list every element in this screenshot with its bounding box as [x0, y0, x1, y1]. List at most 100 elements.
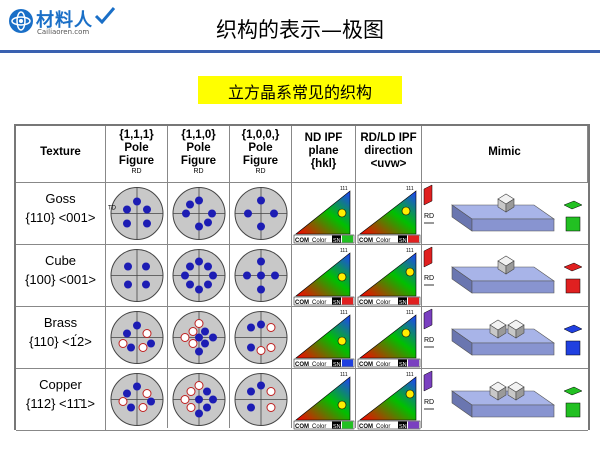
- header-text: Texture: [40, 146, 81, 158]
- logo: 材料人 Cailiaoren.com: [8, 4, 158, 44]
- texture-row-label: Brass{110} <1́2>: [16, 307, 106, 368]
- pole-point: [186, 200, 194, 209]
- sn-label: SN: [333, 300, 341, 306]
- atom-logo-icon: [9, 9, 33, 33]
- orientation-marker: [337, 208, 347, 218]
- pole-point: [266, 323, 276, 332]
- pole-point: [118, 339, 128, 348]
- mimic-diagram: RD: [422, 307, 588, 368]
- pole-point: [257, 222, 265, 231]
- color-swatch: [342, 421, 353, 429]
- com-label: COM: [295, 424, 309, 430]
- pole-point: [186, 387, 196, 396]
- header-text: plane: [308, 145, 339, 157]
- color-swatch: [342, 235, 353, 243]
- color-label: Color: [376, 300, 390, 306]
- color-label: Color: [312, 300, 326, 306]
- sn-label: SN: [399, 238, 407, 244]
- pole-point: [186, 262, 194, 271]
- pole-point: [180, 333, 190, 342]
- pole-figure: [168, 369, 230, 430]
- pole-point: [266, 343, 276, 352]
- ipf-corner-label: 111: [406, 310, 414, 316]
- orientation-swatch: [565, 340, 581, 356]
- logo-subtext: Cailiaoren.com: [37, 28, 90, 36]
- pole-point: [186, 280, 194, 289]
- pole-point: [209, 395, 217, 404]
- header-text: <uvw>: [370, 158, 407, 170]
- pole-point: [256, 346, 266, 355]
- color-label: Color: [312, 238, 326, 244]
- rd-label: RD: [131, 168, 142, 175]
- orientation-marker: [337, 336, 347, 346]
- header-text: {hkl}: [310, 158, 337, 170]
- mimic-rd-label: RD: [424, 275, 434, 282]
- pole-point: [247, 323, 255, 332]
- ipf-triangle: 111001101COMColorSN: [292, 307, 356, 368]
- com-label: COM: [295, 238, 309, 244]
- sn-label: SN: [399, 300, 407, 306]
- ipf-triangle: 111001101COMColorSN: [292, 245, 356, 306]
- pole-point: [133, 197, 141, 206]
- ipf-corner-label: 111: [406, 186, 414, 192]
- color-swatch: [342, 297, 353, 305]
- pole-figure: [168, 307, 230, 368]
- color-label: Color: [376, 362, 390, 368]
- logo-check-icon: [94, 7, 116, 24]
- pole-figure: [168, 183, 230, 244]
- pole-figure: TD: [106, 183, 168, 244]
- pole-point: [118, 397, 128, 406]
- pole-point: [124, 280, 132, 289]
- mimic-diagram: RD: [422, 183, 588, 244]
- pole-point: [195, 257, 203, 266]
- pole-point: [257, 257, 265, 266]
- orientation-marker: [401, 206, 411, 216]
- header-text: Figure: [242, 155, 279, 167]
- com-label: COM: [295, 300, 309, 306]
- pole-point: [204, 218, 212, 227]
- header-text: Pole: [248, 142, 273, 154]
- texture-name: Cube: [44, 253, 77, 268]
- pole-point: [127, 403, 135, 412]
- pole-point: [124, 262, 132, 271]
- ipf-corner-label: 111: [340, 372, 348, 378]
- column-divider: [291, 126, 292, 428]
- orientation-swatch: [565, 402, 581, 418]
- ipf-corner-label: 111: [340, 310, 348, 316]
- subtitle-box: 立方晶系常见的织构: [198, 76, 402, 104]
- pole-point: [186, 403, 196, 412]
- com-label: COM: [359, 362, 373, 368]
- pole-point: [142, 262, 150, 271]
- pole-point: [123, 329, 131, 338]
- pole-point: [133, 382, 141, 391]
- pole-point: [188, 339, 198, 348]
- pole-point: [147, 339, 155, 348]
- pole-point: [123, 205, 131, 214]
- header-divider: [16, 182, 588, 183]
- title-divider: [0, 50, 600, 53]
- orientation-swatch: [563, 324, 583, 334]
- pole-point: [143, 219, 151, 228]
- mimic-rd-label: RD: [424, 337, 434, 344]
- pole-point: [257, 320, 265, 329]
- orientation-marker: [401, 328, 411, 338]
- orientation-swatch: [423, 246, 433, 268]
- pole-point: [195, 196, 203, 205]
- orientation-swatch: [563, 386, 583, 396]
- ipf-triangle: 111001101COMColorSN: [292, 369, 356, 430]
- pole-point: [257, 285, 265, 294]
- orientation-swatch: [423, 308, 433, 330]
- sn-label: SN: [399, 362, 407, 368]
- sn-label: SN: [333, 362, 341, 368]
- pole-point: [244, 209, 252, 218]
- pole-point: [201, 327, 209, 336]
- ipf-triangle: 111001101COMColorSN: [356, 369, 422, 430]
- pole-point: [195, 409, 203, 418]
- orientation-marker: [405, 389, 415, 399]
- ipf-triangle: 111001101COMColorSN: [356, 183, 422, 244]
- mimic-rd-label: RD: [424, 213, 434, 220]
- pole-point: [257, 196, 265, 205]
- texture-row-label: Copper{112} <11̄1>: [16, 369, 106, 430]
- texture-name: Goss: [45, 191, 76, 206]
